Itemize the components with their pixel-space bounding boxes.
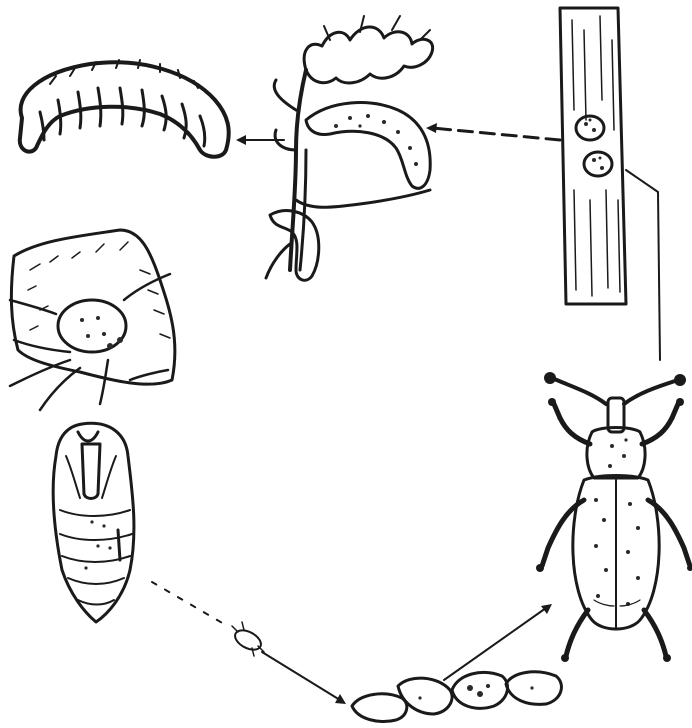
infested-shoot-icon (266, 16, 433, 280)
stem-egg-scars-icon (560, 8, 660, 360)
weevil-icon (536, 372, 692, 662)
larva-icon (20, 60, 229, 157)
arrow-soil-to-weevil (444, 604, 552, 680)
pupa-icon (53, 423, 134, 622)
arrow-pupa-to-insect (152, 582, 224, 624)
soil-clods-icon (352, 672, 561, 722)
root-cell-icon (10, 230, 175, 410)
arrow-insect-to-soil (262, 652, 346, 704)
small-insect-icon (232, 622, 264, 656)
arrow-stem-to-shoot (426, 123, 560, 140)
